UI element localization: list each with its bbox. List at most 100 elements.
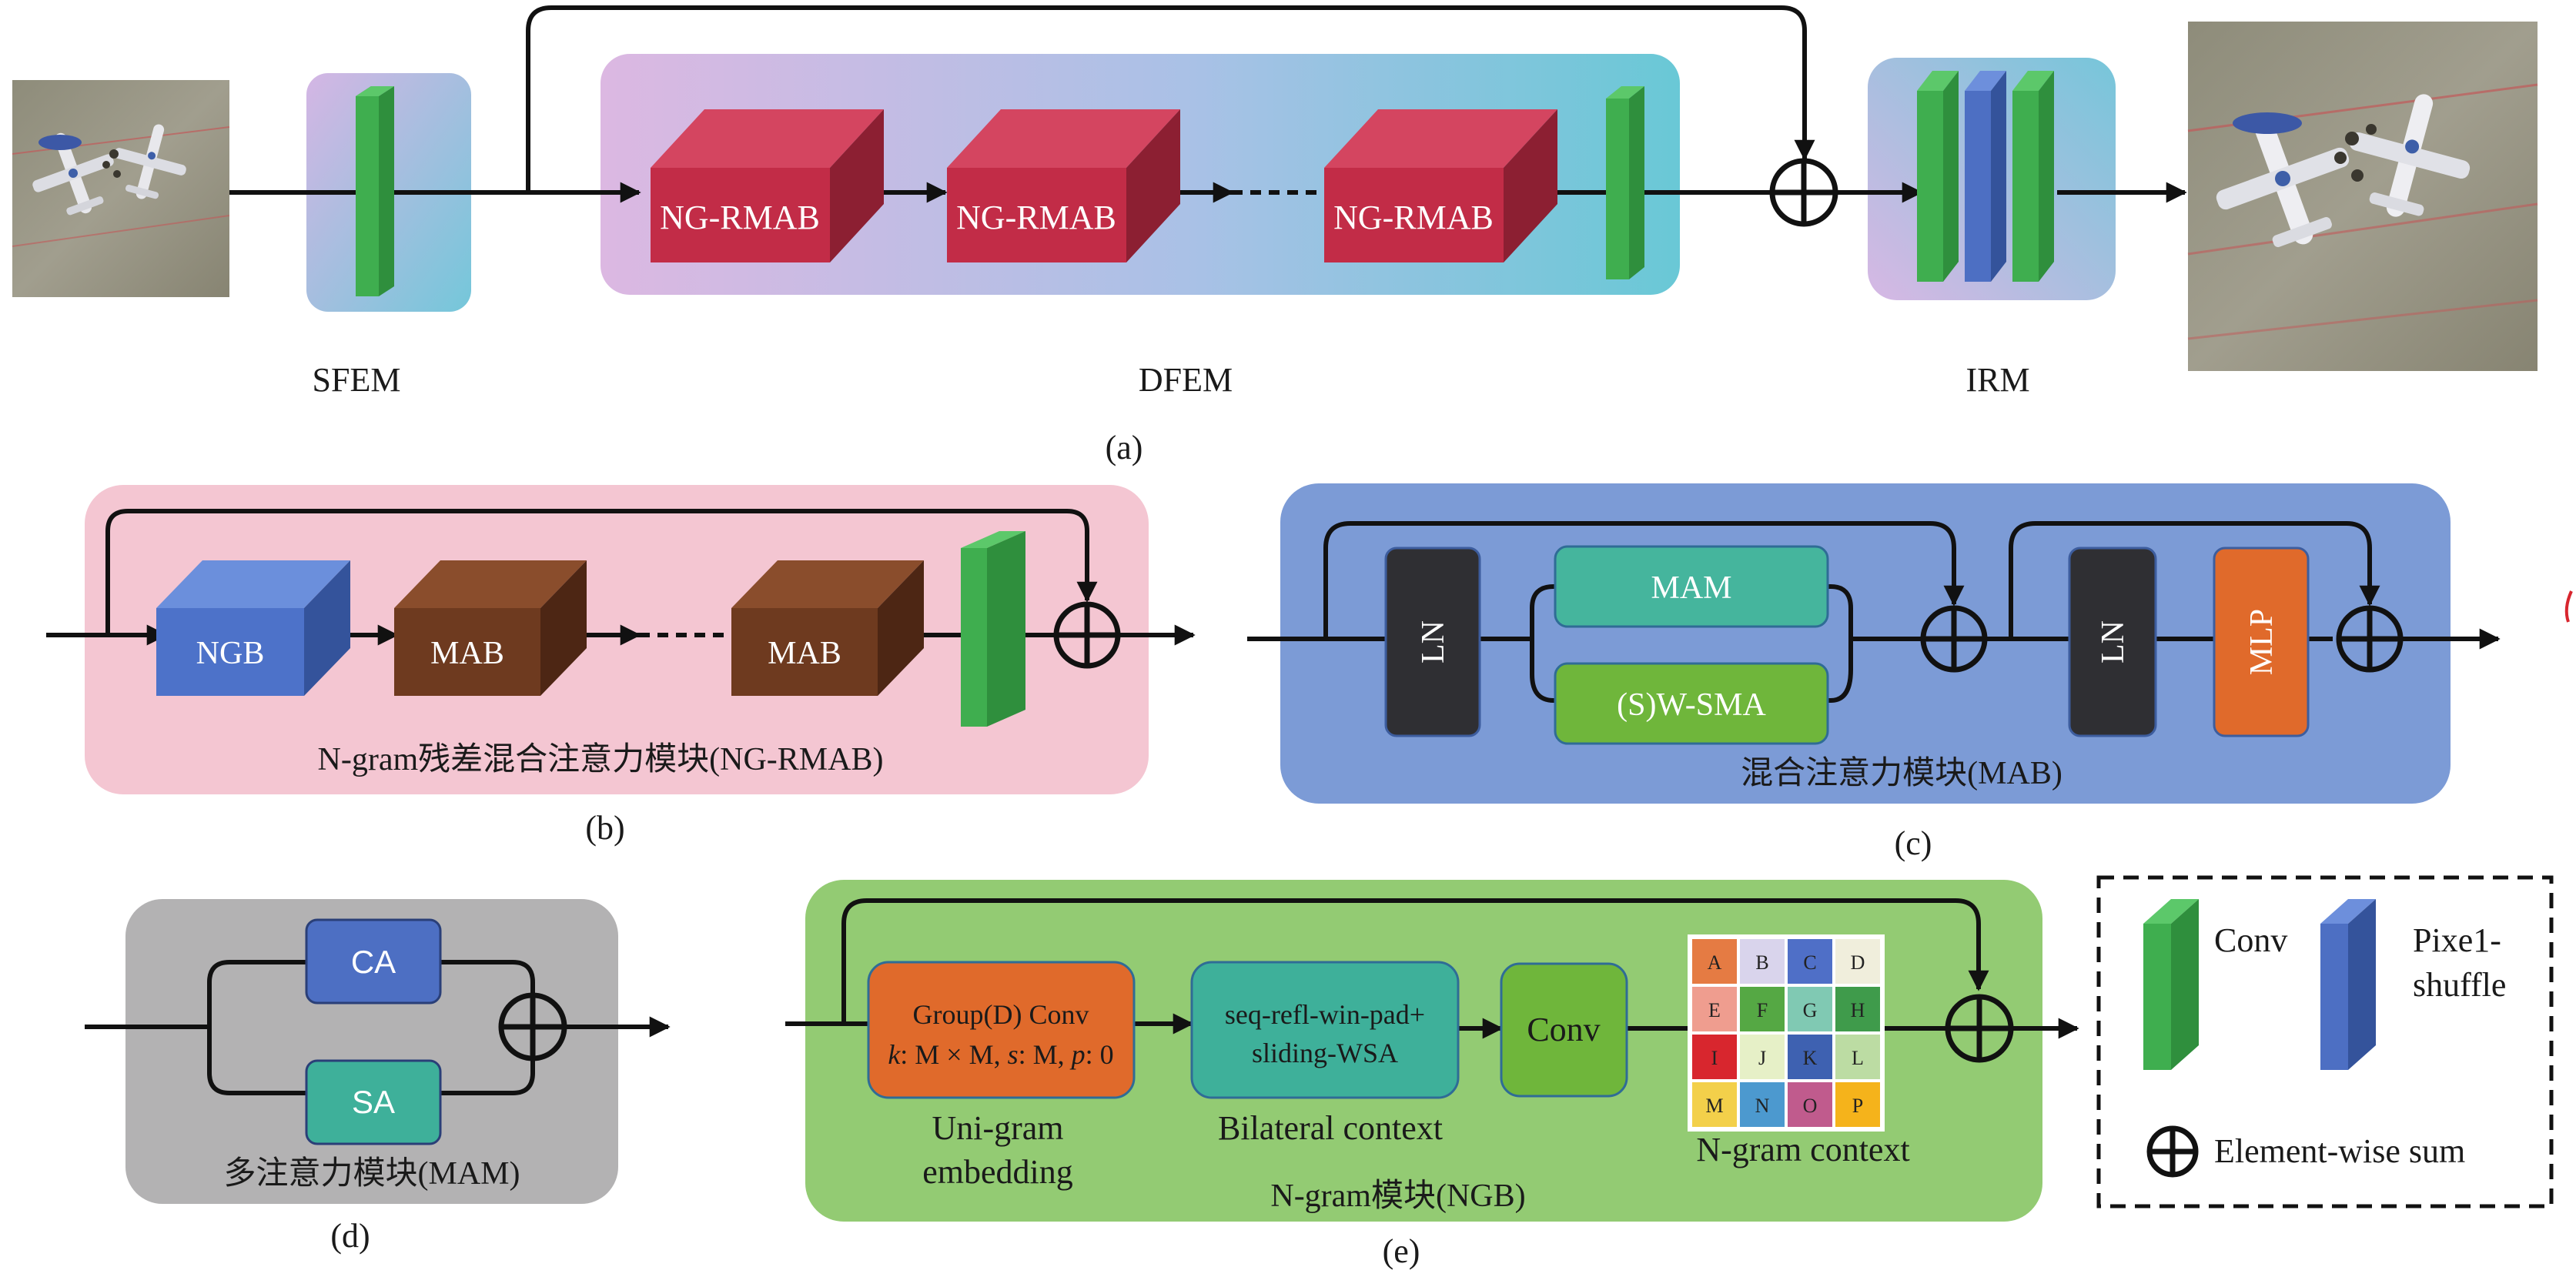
ngram-grid-letter: A <box>1708 951 1722 974</box>
mab-title: 混合注意力模块(MAB) <box>1741 755 2062 791</box>
ngram-grid-letter: I <box>1711 1047 1718 1069</box>
mab-label: MAB <box>430 636 504 671</box>
element-wise-sum-icon <box>1769 158 1838 227</box>
caption-a: (a) <box>1106 429 1143 466</box>
irm-conv-block-1 <box>1917 71 1959 282</box>
irm-pixel-shuffle-block <box>1965 71 2006 282</box>
swsma-label: (S)W-SMA <box>1617 687 1766 723</box>
ngram-grid-letter: K <box>1803 1047 1818 1069</box>
legend-pixel-line2: shuffle <box>2413 966 2506 1004</box>
ngram-context-label: N-gram context <box>1696 1131 1909 1168</box>
dfem-label: DFEM <box>1139 361 1233 399</box>
sfem-label: SFEM <box>313 361 401 399</box>
mab-block-2: MAB <box>731 560 924 696</box>
irm-label: IRM <box>1965 361 2029 399</box>
sa-block: SA <box>305 1059 442 1145</box>
ngram-grid-letter: J <box>1758 1047 1766 1069</box>
ngram-grid-letter: P <box>1852 1095 1863 1117</box>
ngb-block: NGB <box>156 560 350 696</box>
sliding-wsa-block: seq-refl-win-pad+ sliding-WSA <box>1190 961 1460 1099</box>
mam-label: MAM <box>1651 570 1731 606</box>
ng-rmab-title: N-gram残差混合注意力模块(NG-RMAB) <box>318 741 884 777</box>
element-wise-sum-icon <box>1945 994 2014 1063</box>
caption-b: (b) <box>585 809 624 847</box>
ngram-grid-cell <box>1835 1035 1880 1079</box>
wsa-line1: seq-refl-win-pad+ <box>1225 999 1425 1030</box>
ngram-grid-letter: O <box>1803 1095 1818 1117</box>
legend-conv-label: Conv <box>2214 921 2287 959</box>
airplane-icon <box>114 124 186 199</box>
legend-box <box>2096 875 2554 1208</box>
ln-block-1: LN <box>1384 547 1481 737</box>
stray-mark <box>2564 590 2573 623</box>
ngb-conv-block: Conv <box>1500 962 1628 1098</box>
ngram-grid-letter: E <box>1708 999 1721 1021</box>
uni-gram-line2: embedding <box>922 1153 1073 1191</box>
ngram-grid-cell <box>1788 987 1832 1031</box>
legend-sum-label: Element-wise sum <box>2214 1132 2465 1170</box>
ngram-grid-letter: M <box>1705 1095 1723 1117</box>
ng-rmab-block-2: NG-RMAB <box>947 109 1180 262</box>
ngram-grid-letter: N <box>1755 1095 1770 1117</box>
airplane-icon <box>2349 94 2471 217</box>
wsa-line2: sliding-WSA <box>1252 1038 1398 1068</box>
ng-rmab-block-3: NG-RMAB <box>1324 109 1557 262</box>
swsma-block: (S)W-SMA <box>1554 662 1829 745</box>
ngram-grid-cell <box>1692 1082 1737 1127</box>
ln-label: LN <box>1416 620 1451 664</box>
mlp-label: MLP <box>2244 609 2280 675</box>
ng-rmab-block-1: NG-RMAB <box>651 109 884 262</box>
ng-rmab-label: NG-RMAB <box>956 199 1116 236</box>
element-wise-sum-icon <box>2336 605 2404 673</box>
mam-panel <box>125 899 618 1204</box>
irm-conv-block-2 <box>2012 71 2054 282</box>
ngb-title: N-gram模块(NGB) <box>1270 1178 1525 1214</box>
ln-block-2: LN <box>2068 547 2157 737</box>
ngram-grid-cell <box>1692 1035 1737 1079</box>
mab-block-1: MAB <box>394 560 587 696</box>
panel-a: NG-RMAB NG-RMAB NG-RMAB <box>12 5 2538 466</box>
ngram-grid-cell <box>1692 987 1737 1031</box>
group-conv-block: Group(D) Conv k: M × M, s: M, p: 0 <box>867 961 1136 1099</box>
ln-label: LN <box>2096 620 2131 664</box>
ngram-grid-letter: G <box>1803 999 1818 1021</box>
ngram-grid-cell <box>1788 939 1832 984</box>
ng-rmab-label: NG-RMAB <box>660 199 820 236</box>
group-conv-line1: Group(D) Conv <box>913 999 1089 1030</box>
ngram-grid-cell <box>1788 1082 1832 1127</box>
ngram-grid-cell <box>1788 1035 1832 1079</box>
ngram-grid-cell <box>1740 1082 1785 1127</box>
dfem-conv-block <box>1606 86 1644 279</box>
ng-rmab-conv-block <box>961 531 1025 727</box>
ngram-grid-cell <box>1740 987 1785 1031</box>
output-image <box>2187 22 2538 371</box>
ngram-grid-cell <box>1740 939 1785 984</box>
uni-gram-line1: Uni-gram <box>932 1109 1063 1147</box>
panel-b: NGB MAB MAB N-gram残差混合注意力模块(NG-RMAB) (b) <box>46 485 1196 847</box>
ngb-label: NGB <box>196 636 265 671</box>
airplane-icon <box>32 132 114 216</box>
caption-c: (c) <box>1895 824 1932 862</box>
ca-label: CA <box>351 944 396 980</box>
ngram-grid-letter: F <box>1757 999 1768 1021</box>
ngram-grid-letter: L <box>1852 1047 1864 1069</box>
mlp-block: MLP <box>2213 547 2310 737</box>
ngram-grid-letter: B <box>1755 951 1768 974</box>
mam-block: MAM <box>1554 545 1829 628</box>
legend-pixel-line1: Pixe1- <box>2413 921 2501 959</box>
element-wise-sum-icon <box>2146 1125 2199 1178</box>
mam-title: 多注意力模块(MAM) <box>224 1155 520 1192</box>
bilateral-context-label: Bilateral context <box>1218 1109 1443 1147</box>
input-image <box>12 80 230 297</box>
ng-rmab-label: NG-RMAB <box>1333 199 1494 236</box>
legend-pixel-shuffle-swatch <box>2320 899 2376 1070</box>
ngram-grid-cell <box>1835 1082 1880 1127</box>
element-wise-sum-icon <box>1053 601 1121 669</box>
mab-label: MAB <box>768 636 841 671</box>
caption-e: (e) <box>1383 1232 1420 1270</box>
legend-conv-swatch <box>2143 899 2199 1070</box>
element-wise-sum-icon <box>1920 605 1988 673</box>
panel-c: LN MAM (S)W-SMA LN MLP 混合注意力模块(MAB) <box>1247 483 2573 862</box>
group-conv-line2: k: M × M, s: M, p: 0 <box>888 1039 1113 1070</box>
